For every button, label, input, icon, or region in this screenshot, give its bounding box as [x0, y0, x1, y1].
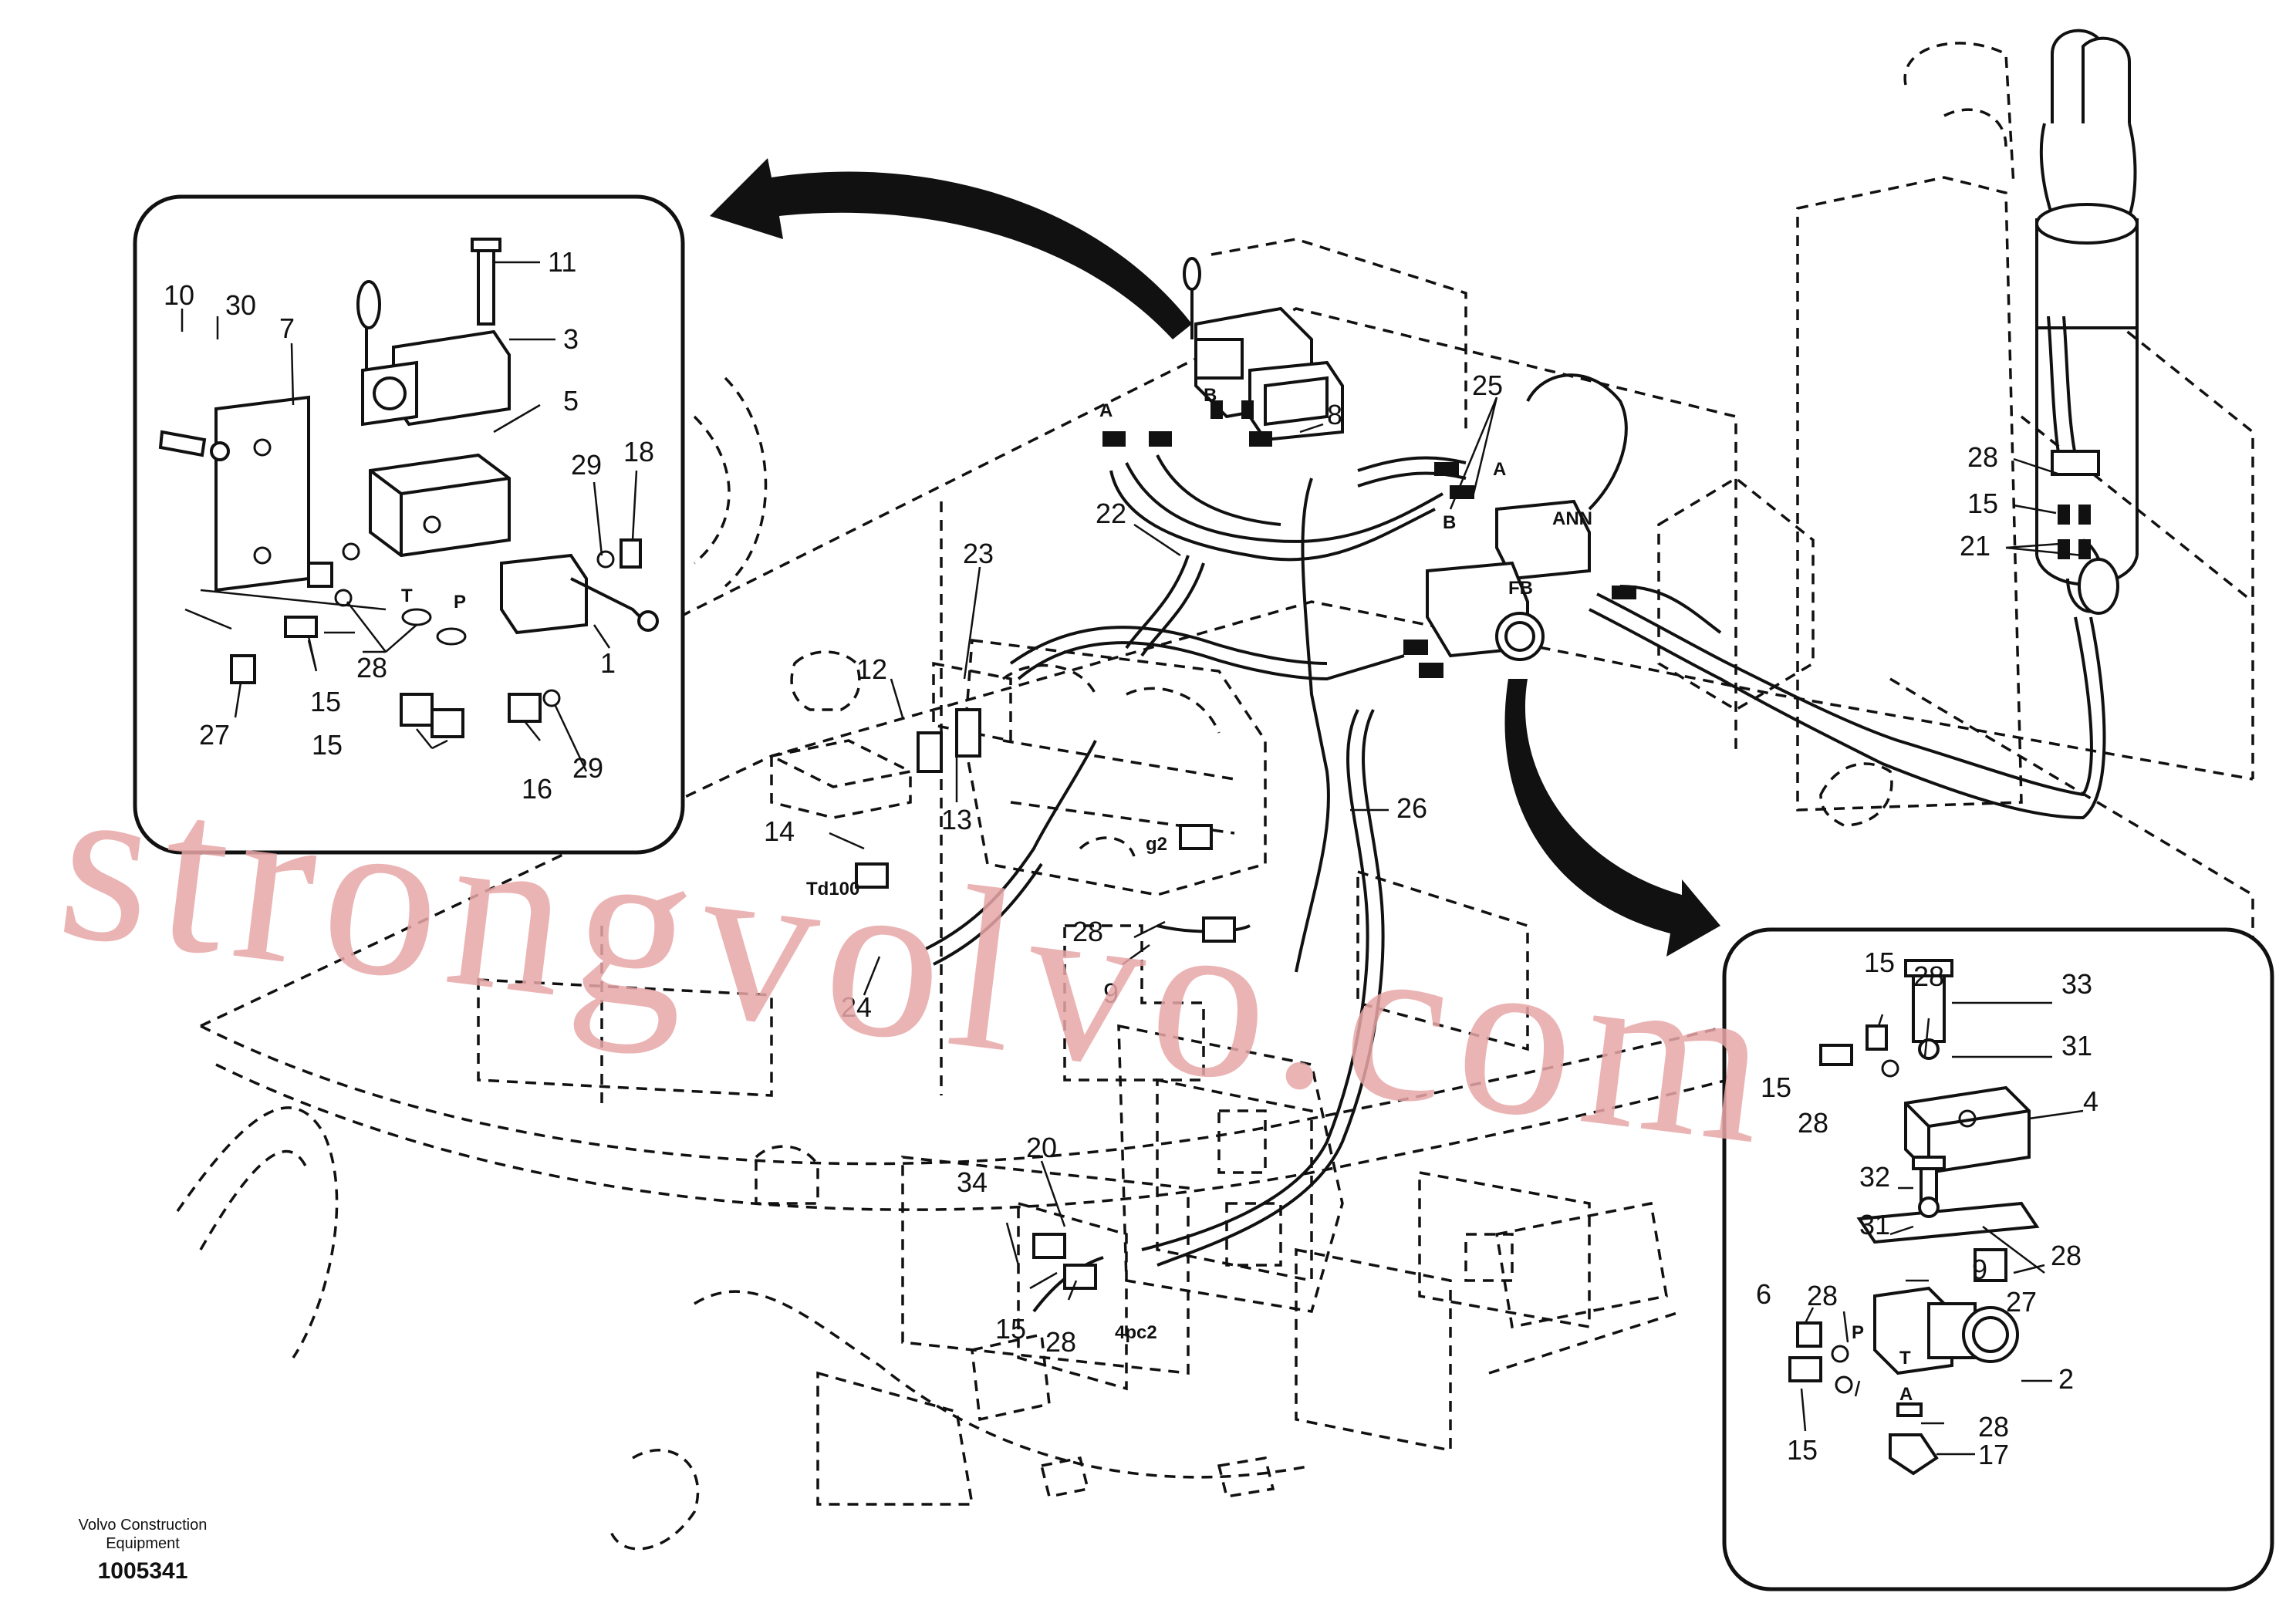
- label-25: 25: [1472, 370, 1503, 401]
- right-inset-label-31-mid: 31: [1859, 1209, 1890, 1240]
- document-number: 1005341: [98, 1558, 188, 1584]
- left-inset-label-28: 28: [356, 652, 387, 683]
- main-valve-assembly: [855, 257, 1636, 1290]
- label-34: 34: [957, 1166, 988, 1198]
- label-13: 13: [941, 804, 972, 835]
- label-24: 24: [841, 991, 872, 1023]
- port-g2: g2: [1146, 834, 1167, 855]
- right-inset-label-15-mid: 15: [1761, 1072, 1791, 1103]
- label-22: 22: [1096, 498, 1126, 529]
- main-view-labels: 25 8 22 23 28 15 21 12 13 26 14 28 9 24 …: [764, 370, 2084, 1358]
- label-28-main: 28: [1967, 441, 1998, 473]
- right-inset-label-28-lower: 28: [1807, 1280, 1838, 1311]
- port-ANN: ANN: [1552, 508, 1592, 529]
- left-inset-label-27: 27: [199, 719, 230, 751]
- left-inset-label-15-lower: 15: [312, 729, 343, 761]
- right-inset-label-2: 2: [2058, 1363, 2074, 1395]
- right-inset-label-9: 9: [1972, 1254, 1987, 1285]
- right-inset-label-6: 6: [1756, 1278, 1771, 1310]
- left-inset-port-T: T: [401, 586, 413, 606]
- right-inset-label-15-top: 15: [1864, 947, 1895, 978]
- right-inset-label-28-right: 28: [2051, 1240, 2082, 1271]
- label-20: 20: [1026, 1132, 1057, 1163]
- right-inset-label-17: 17: [1978, 1439, 2009, 1470]
- label-21: 21: [1960, 530, 1990, 562]
- label-12: 12: [856, 653, 887, 685]
- right-inset-label-27: 27: [2006, 1286, 2037, 1318]
- left-inset-label-15-upper: 15: [310, 686, 341, 717]
- control-valve-block: [1063, 924, 1591, 1329]
- label-8: 8: [1327, 399, 1342, 430]
- port-B-valve: B: [1204, 385, 1217, 406]
- right-inset-port-T: T: [1899, 1348, 1911, 1369]
- left-detail-inset: T P 10 30 7 11 3 5 29 18 15 28 1 27 15 1…: [133, 194, 685, 855]
- callout-arrow-right: [1504, 679, 1720, 957]
- left-inset-label-18: 18: [623, 436, 654, 467]
- left-inset-label-16: 16: [522, 773, 552, 805]
- machine-frame-outline: [176, 42, 2254, 1551]
- label-15-main: 15: [1967, 488, 1998, 519]
- port-4pc2: 4pc2: [1115, 1322, 1157, 1343]
- callout-arrow-left: [710, 158, 1192, 339]
- label-28-bottom: 28: [1045, 1326, 1076, 1358]
- right-inset-label-15-bottom: 15: [1787, 1434, 1818, 1466]
- label-23: 23: [963, 538, 994, 569]
- left-inset-label-7: 7: [279, 312, 295, 344]
- right-inset-label-28-mid: 28: [1798, 1107, 1828, 1139]
- right-inset-label-31-top: 31: [2061, 1030, 2092, 1061]
- left-inset-label-5: 5: [563, 385, 579, 417]
- right-inset-label-28-bottom: 28: [1978, 1411, 2009, 1443]
- label-14: 14: [764, 815, 795, 847]
- right-inset-port-A: A: [1899, 1384, 1913, 1405]
- left-inset-label-30: 30: [225, 289, 256, 321]
- right-inset-label-28-top: 28: [1913, 960, 1944, 992]
- right-inset-label-32: 32: [1859, 1161, 1890, 1193]
- port-Td100: Td100: [806, 879, 859, 899]
- left-inset-port-P: P: [454, 592, 466, 613]
- right-inset-label-4: 4: [2083, 1085, 2098, 1117]
- left-inset-label-29-top: 29: [571, 449, 602, 481]
- port-A-left: A: [1099, 400, 1113, 421]
- label-9-main: 9: [1103, 977, 1119, 1009]
- left-inset-label-10: 10: [164, 279, 194, 311]
- label-26: 26: [1396, 792, 1427, 824]
- right-inset-port-P: P: [1852, 1322, 1864, 1343]
- right-detail-inset: P T A 15 28 33 31 15 28 4 32 31 28 27 9 …: [1722, 927, 2274, 1591]
- label-15-bottom: 15: [995, 1313, 1026, 1345]
- hydraulic-hoses: [925, 373, 2106, 1313]
- company-name-line2: Equipment: [106, 1535, 180, 1552]
- boom-cylinder: [2035, 29, 2139, 615]
- port-FB: FB: [1508, 578, 1533, 599]
- left-inset-label-3: 3: [563, 323, 579, 355]
- company-name-line1: Volvo Construction: [79, 1517, 208, 1534]
- port-B-right: B: [1443, 512, 1456, 533]
- label-28-center: 28: [1072, 916, 1103, 947]
- port-A-right: A: [1493, 459, 1506, 480]
- right-inset-label-33: 33: [2061, 968, 2092, 1000]
- left-inset-label-1: 1: [600, 647, 616, 679]
- left-inset-label-11: 11: [548, 246, 576, 278]
- left-inset-label-29-bottom: 29: [572, 752, 603, 784]
